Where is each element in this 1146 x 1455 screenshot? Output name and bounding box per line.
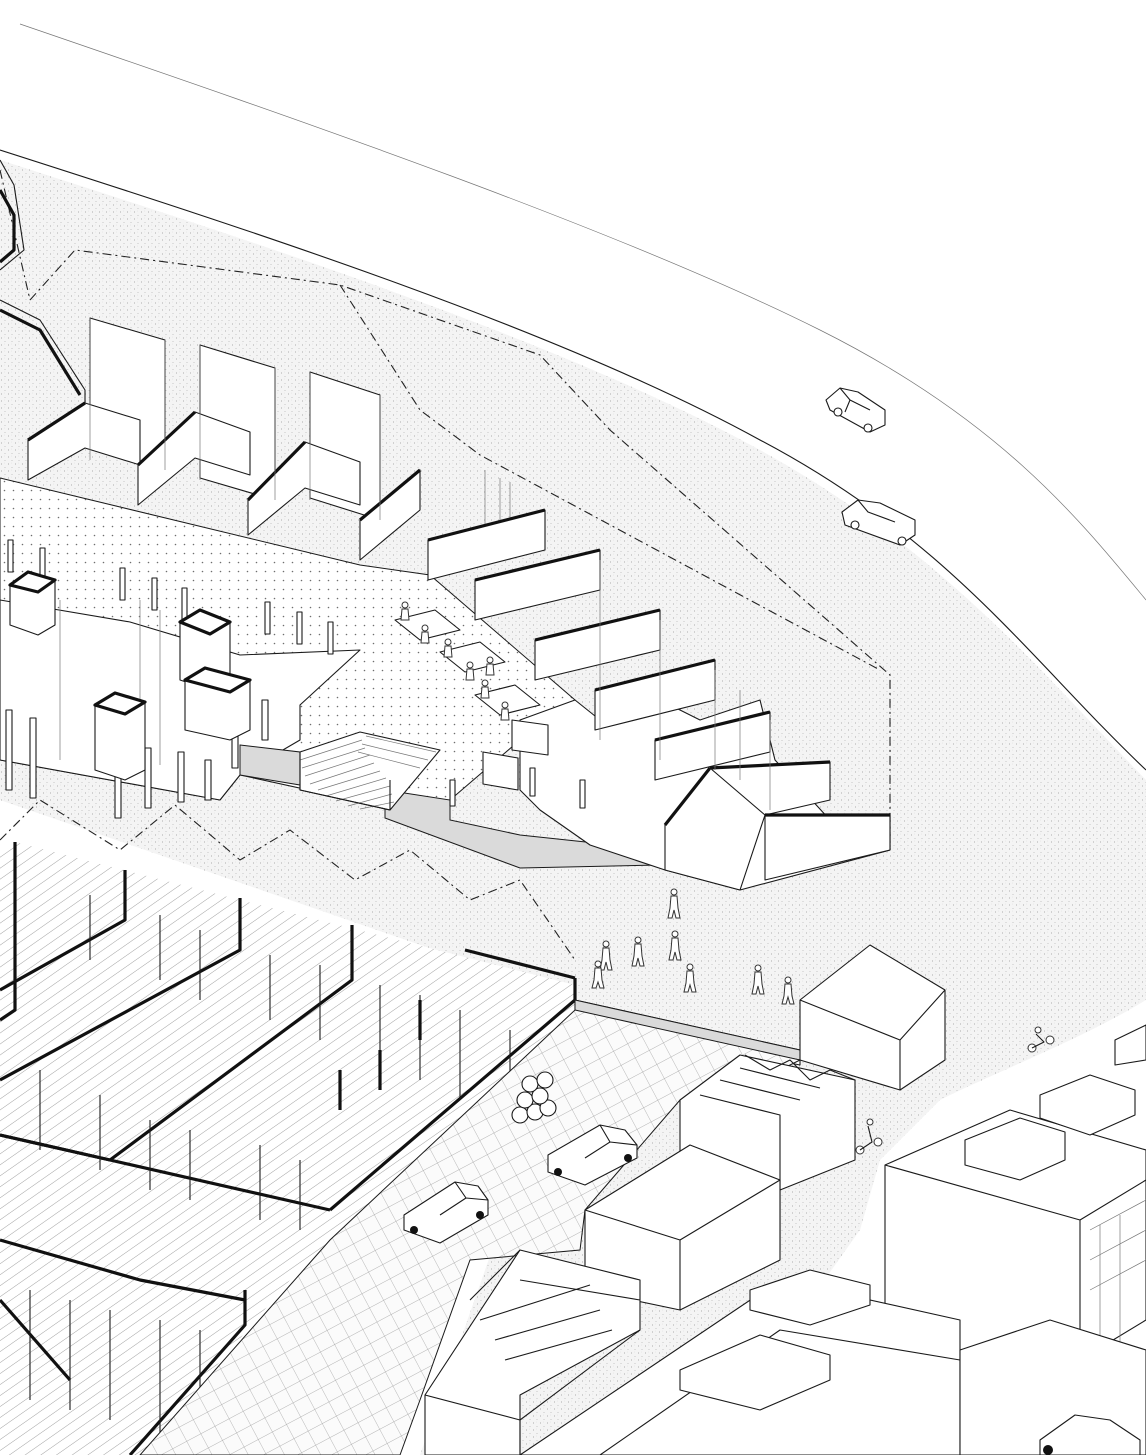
tower-frame — [0, 159, 86, 410]
project-boundary — [29, 249, 891, 850]
car-upper — [825, 387, 886, 433]
pavilion-wing — [427, 508, 891, 891]
plaza-kiosks — [8, 570, 252, 781]
apartment-block — [519, 1024, 1146, 1455]
market-hall-grid — [0, 799, 801, 1455]
gate-house — [799, 944, 946, 1091]
timber-log-pile — [511, 1071, 557, 1124]
road — [0, 23, 1146, 771]
pedestrians — [591, 888, 795, 1005]
grand-stair — [299, 731, 441, 811]
car-lower — [841, 499, 916, 546]
van-upper — [547, 1124, 638, 1186]
cafe-terrace — [394, 601, 541, 721]
vehicles — [403, 387, 1141, 1455]
cyclists — [855, 1026, 1055, 1155]
canopy-row — [27, 317, 511, 561]
van-lower — [403, 1181, 489, 1244]
townhouse-row — [424, 1054, 856, 1455]
project-boundary-inner — [0, 169, 881, 671]
car-bottom-right — [1039, 1414, 1141, 1455]
